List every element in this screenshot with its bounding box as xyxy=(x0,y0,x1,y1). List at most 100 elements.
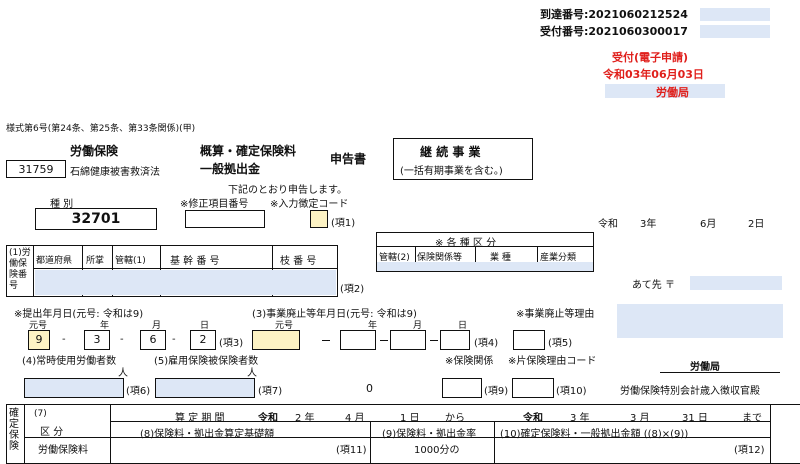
item12-label: (項12) xyxy=(734,445,765,456)
correction-item-box[interactable] xyxy=(185,210,265,228)
col-basic-number: 基 幹 番 号 xyxy=(170,256,220,267)
submission-era-label: 元号 xyxy=(29,321,48,331)
col-insurance-relation: 保険関係等 xyxy=(417,253,463,263)
input-code-box[interactable] xyxy=(310,210,328,228)
zero-value: 0 xyxy=(366,382,373,395)
col-branch-number: 枝 番 号 xyxy=(280,256,317,267)
col-jurisdiction2: 管轄(2) xyxy=(379,253,410,263)
title-insurance-1: 概算・確定保険料 xyxy=(200,144,297,158)
categories-header: ※ 各 種 区 分 xyxy=(435,238,497,249)
submission-month-input[interactable]: 6 xyxy=(140,330,166,350)
address-to: あて先 〒 xyxy=(632,280,675,291)
row-label-num: (7) xyxy=(34,409,47,419)
row-label: 区 分 xyxy=(40,427,64,438)
period-era2: 令和 xyxy=(523,413,543,424)
date-month: 6月 xyxy=(700,219,717,230)
collector-label: 労働保険特別会計歳入徴収官殿 xyxy=(620,386,760,397)
submission-dash-1: - xyxy=(62,334,66,345)
submission-year-label: 年 xyxy=(100,321,110,331)
date-year: 3年 xyxy=(640,219,657,230)
submission-day-input[interactable]: 2 xyxy=(190,330,216,350)
abolition-era-label: 元号 xyxy=(275,321,294,331)
business-type-1: 継 続 事 業 xyxy=(420,145,481,159)
insured-workers-unit: 人 xyxy=(247,368,257,379)
abolition-year-label: 年 xyxy=(368,321,378,331)
submission-era-input[interactable]: 9 xyxy=(28,330,50,350)
abolition-year-input[interactable] xyxy=(340,330,376,350)
address-postal-input[interactable] xyxy=(690,276,782,290)
col10-label: (10)確定保険料・一般拠出金額 ((8)×(9)) xyxy=(500,429,689,440)
period-era1: 令和 xyxy=(258,413,278,424)
col-jurisdiction1: 管轄(1) xyxy=(115,256,146,266)
title-insurance-2: 一般拠出金 xyxy=(200,162,261,176)
period-y1: 2 年 xyxy=(295,413,315,424)
insurance-relation-input[interactable] xyxy=(442,378,482,398)
item2-label: (項2) xyxy=(340,284,365,295)
insured-workers-input[interactable] xyxy=(155,378,255,398)
type-value: 32701 xyxy=(35,208,157,230)
date-day: 2日 xyxy=(748,219,765,230)
regular-workers-unit: 人 xyxy=(118,368,128,379)
submission-date-label: ※提出年月日(元号: 令和は9) xyxy=(14,309,144,320)
item7-label: (項7) xyxy=(258,386,283,397)
accepted-date: 令和03年06月03日 xyxy=(603,68,704,81)
categories-input[interactable] xyxy=(377,262,593,271)
title-report: 申告書 xyxy=(330,152,367,166)
regular-workers-input[interactable] xyxy=(24,378,124,398)
item11-label: (項11) xyxy=(336,445,367,456)
insurance-number-label: (1)労働保険番号 xyxy=(9,248,31,291)
abolition-day-input[interactable] xyxy=(440,330,470,350)
insurance-number-input[interactable] xyxy=(35,270,336,295)
single-reason-label: ※片保険理由コード xyxy=(508,356,597,367)
col-industry-class: 産業分類 xyxy=(540,253,577,263)
acceptance-number: 受付番号:2021060300017 xyxy=(540,25,688,38)
table-side-label: 確定保険 xyxy=(9,408,19,452)
rate-value: 1000分の xyxy=(414,445,460,456)
col8-label: (8)保険料・拠出金算定基礎額 xyxy=(140,429,275,440)
item1-label: (項1) xyxy=(331,218,356,229)
abolition-reason-label: ※事業廃止等理由 xyxy=(516,309,595,320)
submission-dash-3: - xyxy=(172,334,176,345)
abolition-date-label: (3)事業廃止等年月日(元号: 令和は9) xyxy=(252,309,417,320)
col9-label: (9)保険料・拠出金率 xyxy=(382,429,477,440)
arrival-highlight xyxy=(700,8,770,21)
row1-label: 労働保険料 xyxy=(38,445,88,456)
insurance-relation-label: ※保険関係 xyxy=(445,356,494,367)
period-d1: 1 日 xyxy=(400,413,420,424)
period-d2: 31 日 xyxy=(682,413,708,424)
item3-label: (項3) xyxy=(219,338,244,349)
arrival-number: 到達番号:2021060212524 xyxy=(540,8,688,21)
code-box: 31759 xyxy=(6,160,66,178)
period-y2: 3 年 xyxy=(570,413,590,424)
submission-day-label: 日 xyxy=(200,321,210,331)
insurance-number-table xyxy=(6,245,338,297)
categories-table xyxy=(376,232,594,272)
address-input[interactable] xyxy=(617,304,783,338)
col-prefecture: 都道府県 xyxy=(36,256,73,266)
declare-text: 下記のとおり申告します。 xyxy=(228,185,347,196)
form-number: 様式第6号(第24条、第25条、第33条関係)(甲) xyxy=(6,124,196,134)
bureau-highlight xyxy=(605,84,725,98)
item9-label: (項9) xyxy=(484,386,509,397)
submission-dash-2: - xyxy=(120,334,124,345)
title-sub: 石綿健康被害救済法 xyxy=(70,167,160,178)
col-industry: 業 種 xyxy=(490,253,511,263)
abolition-era-input[interactable] xyxy=(252,330,300,350)
item5-label: (項5) xyxy=(548,338,573,349)
abolition-month-label: 月 xyxy=(413,321,423,331)
item6-label: (項6) xyxy=(126,386,151,397)
insured-workers-label: (5)雇用保険被保険者数 xyxy=(154,356,259,367)
period-m2: 3 月 xyxy=(630,413,650,424)
single-reason-input[interactable] xyxy=(512,378,554,398)
submission-month-label: 月 xyxy=(152,321,162,331)
period-from: から xyxy=(445,413,465,424)
business-type-box xyxy=(393,138,533,180)
submission-year-input[interactable]: 3 xyxy=(84,330,110,350)
abolition-month-input[interactable] xyxy=(390,330,426,350)
abolition-reason-input[interactable] xyxy=(513,330,545,350)
type-label: 種 別 xyxy=(50,199,74,210)
acceptance-highlight xyxy=(700,25,770,38)
item10-label: (項10) xyxy=(556,386,587,397)
abolition-day-label: 日 xyxy=(458,321,468,331)
correction-item-label: ※修正項目番号 xyxy=(180,199,249,210)
